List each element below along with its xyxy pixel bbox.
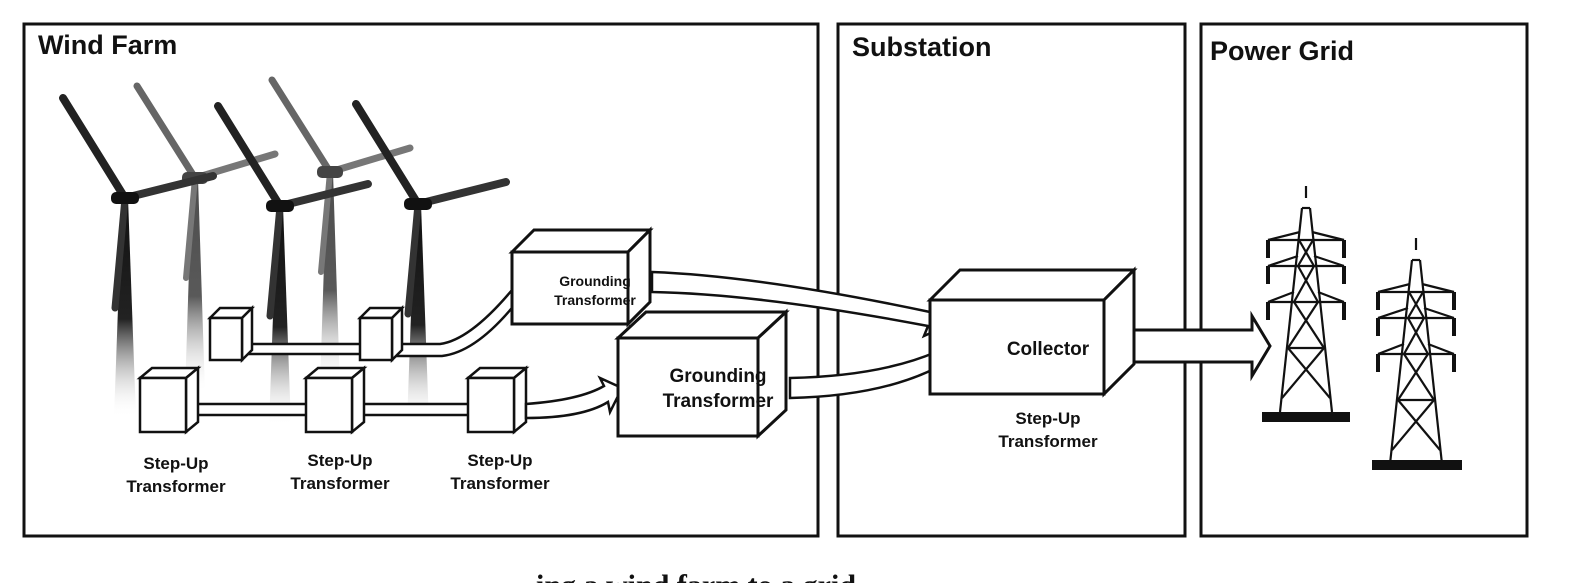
step-up-label-2-line1: Step-Up xyxy=(307,451,372,470)
figure-caption: ing a wind farm to a grid xyxy=(536,569,856,583)
arrow-to-grounding-2 xyxy=(524,375,624,420)
collector-step-up-label-line1: Step-Up xyxy=(1015,409,1080,428)
substation-title: Substation xyxy=(852,32,992,62)
power-grid-panel xyxy=(1199,22,1529,538)
step-up-label-1-line2: Transformer xyxy=(126,477,226,496)
grounding-transformer-1 xyxy=(508,226,654,328)
step-up-transformer-cube-2 xyxy=(302,365,368,435)
collector-step-up-label-line2: Transformer xyxy=(998,432,1098,451)
step-up-label-3-line2: Transformer xyxy=(450,474,550,493)
power-grid-title: Power Grid xyxy=(1210,36,1354,66)
arrow-grounding-2-to-collector xyxy=(788,341,950,400)
grounding-transformer-2-label-line1: Grounding xyxy=(669,366,766,387)
step-up-transformer-cube-rear-1 xyxy=(206,304,256,364)
step-up-label-3-line1: Step-Up xyxy=(467,451,532,470)
transmission-tower-1 xyxy=(1262,184,1350,422)
step-up-transformer-cube-1 xyxy=(136,365,202,435)
grounding-transformer-2-label-line2: Transformer xyxy=(663,391,774,412)
wind-turbines xyxy=(63,80,506,426)
collector-transformer xyxy=(926,266,1138,398)
wind-farm-title: Wind Farm xyxy=(38,30,177,60)
step-up-label-1-line1: Step-Up xyxy=(143,454,208,473)
transmission-tower-2 xyxy=(1372,236,1462,470)
arrow-collector-to-grid xyxy=(1132,310,1272,382)
grounding-transformer-1-label-line2: Transformer xyxy=(554,292,636,308)
step-up-label-2-line2: Transformer xyxy=(290,474,390,493)
collector-label: Collector xyxy=(1007,339,1090,360)
substation-panel xyxy=(836,22,1187,538)
step-up-transformer-cube-3 xyxy=(464,365,530,435)
grounding-transformer-1-label-line1: Grounding xyxy=(559,273,631,289)
grounding-transformer-2 xyxy=(614,308,790,440)
step-up-transformer-cube-rear-2 xyxy=(356,304,406,364)
wind-farm-panel xyxy=(22,22,820,538)
